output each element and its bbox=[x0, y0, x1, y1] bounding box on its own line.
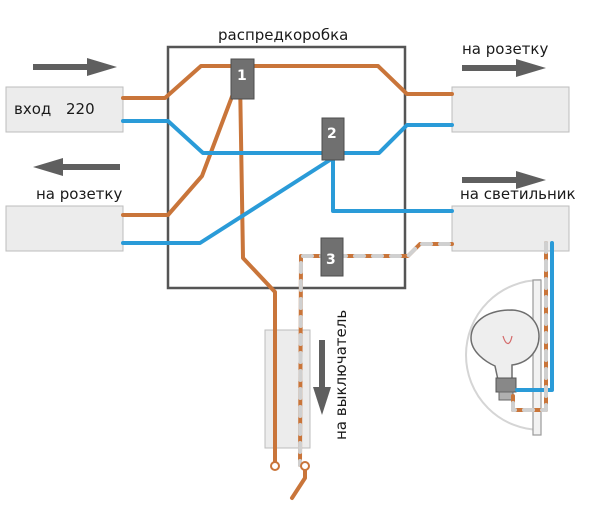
switch-block bbox=[264, 329, 311, 449]
terminal-1: 1 bbox=[230, 58, 255, 100]
wire-input-neutral bbox=[121, 119, 454, 155]
arrow-lamp-right-icon bbox=[462, 171, 546, 189]
input-label: вход bbox=[14, 100, 51, 118]
terminal-3-label: 3 bbox=[326, 252, 336, 268]
wire-lamp-neutral-fixture bbox=[515, 241, 554, 392]
terminal-2-label: 2 bbox=[327, 126, 337, 142]
lamp-shade bbox=[465, 279, 542, 431]
wire-input-phase bbox=[121, 64, 454, 100]
light-bulb-icon bbox=[470, 309, 540, 381]
switch-contact-left bbox=[270, 461, 280, 471]
junction-box-label: распредкоробка bbox=[218, 26, 348, 44]
switch-contact-right bbox=[300, 461, 310, 471]
socket-block-right bbox=[451, 86, 570, 133]
arrow-socket-left-icon bbox=[33, 158, 120, 176]
wire-switch-phase bbox=[238, 76, 277, 467]
switched-wire bbox=[298, 241, 548, 467]
lamp-fixture bbox=[465, 279, 542, 436]
socket-label-left: на розетку bbox=[36, 185, 122, 203]
arrow-switch-down-icon bbox=[313, 340, 331, 415]
arrow-input-right-icon bbox=[33, 58, 117, 76]
arrow-socket-top-right-icon bbox=[462, 59, 546, 77]
terminal-3: 3 bbox=[320, 237, 344, 277]
bulb-socket bbox=[495, 377, 517, 393]
socket-label-top: на розетку bbox=[462, 40, 548, 58]
switch-label: на выключатель bbox=[332, 310, 350, 440]
wire-socket-left-phase bbox=[121, 84, 238, 217]
wire-lamp-neutral bbox=[331, 153, 454, 213]
wire-socket-left-neutral bbox=[121, 156, 335, 245]
lamp-label: на светильник bbox=[460, 185, 576, 203]
input-block bbox=[5, 86, 124, 133]
lamp-block bbox=[451, 205, 570, 252]
lamp-wall-plate bbox=[532, 279, 542, 436]
terminal-1-label: 1 bbox=[237, 68, 247, 84]
neutral-wires bbox=[121, 119, 554, 392]
socket-block-left bbox=[5, 205, 124, 252]
terminal-2: 2 bbox=[321, 117, 345, 161]
junction-box bbox=[166, 45, 407, 290]
input-voltage: 220 bbox=[66, 100, 95, 118]
